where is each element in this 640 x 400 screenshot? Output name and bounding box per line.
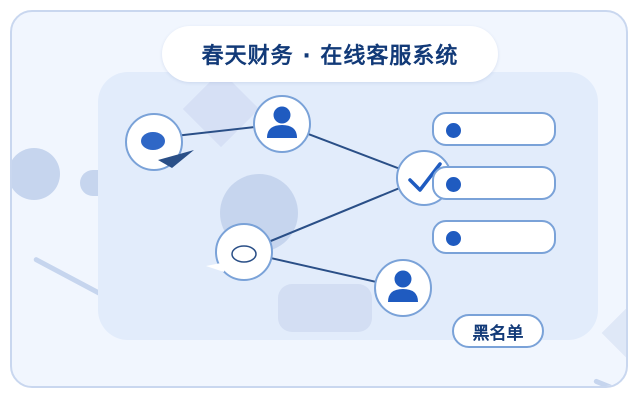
bullet-dot (446, 231, 461, 246)
chat-bubble-icon (125, 113, 194, 171)
bullet-dot (446, 123, 461, 138)
bullet-dot (446, 177, 461, 192)
chat-bubble-icon (206, 223, 273, 281)
deco-circle-left (12, 148, 60, 200)
list-row-1 (432, 112, 556, 146)
user-icon (374, 259, 432, 317)
edge-chat2-to-check (243, 177, 425, 253)
network-diagram (125, 95, 452, 317)
list-row-2 (432, 166, 556, 200)
blacklist-badge: 黑名单 (452, 314, 544, 348)
page-title: 春天财务 · 在线客服系统 (162, 26, 498, 82)
illustration-card: 春天财务 · 在线客服系统 (10, 10, 628, 388)
user-icon (253, 95, 311, 153)
deco-rounded-rect (278, 284, 372, 332)
list-row-3 (432, 220, 556, 254)
